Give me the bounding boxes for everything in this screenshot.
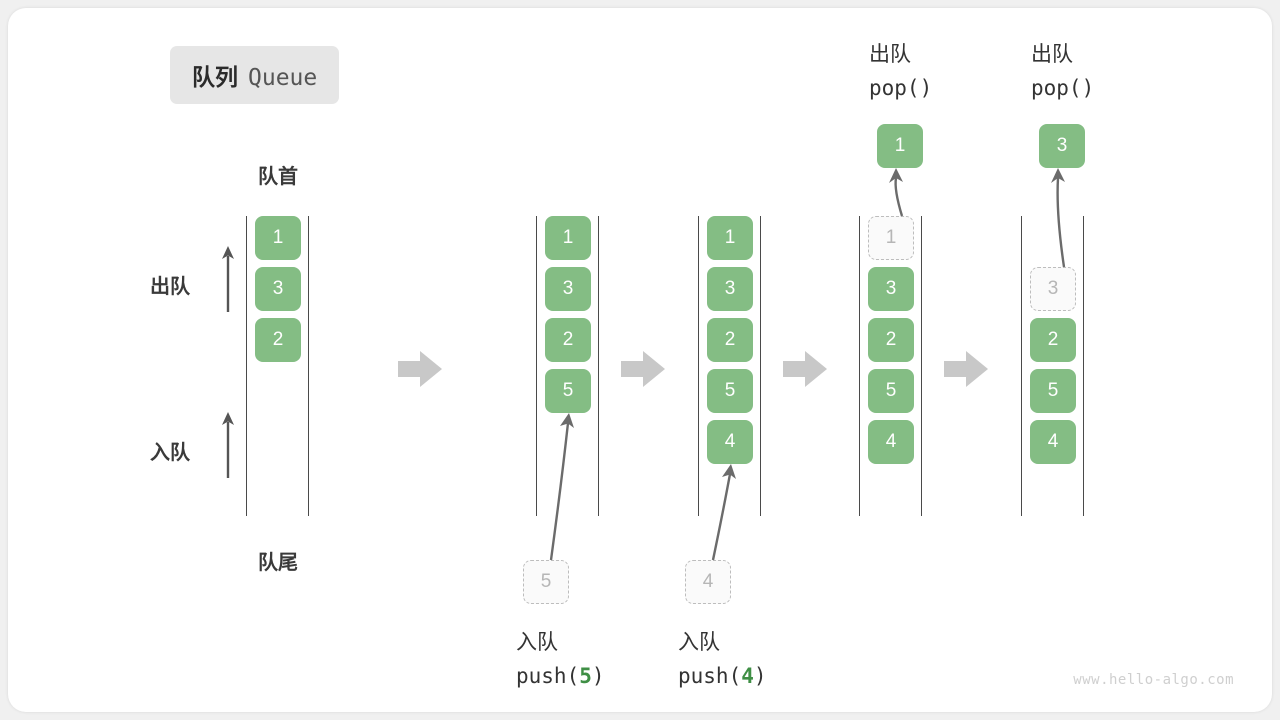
operation-label-code: push(5) xyxy=(516,663,605,688)
popped-value-cell: 3 xyxy=(1039,124,1085,168)
pop-arrow-icon xyxy=(889,168,904,217)
queue-cell: 1 xyxy=(707,216,753,260)
pop-arrow-icon xyxy=(1051,168,1066,268)
queue-cell-ghost: 1 xyxy=(868,216,914,260)
label-enqueue-arrow-icon xyxy=(222,412,234,478)
operation-label-cn: 入队 xyxy=(516,631,558,654)
label-enqueue: 入队 xyxy=(150,442,190,464)
operation-label-code: pop() xyxy=(1031,75,1095,100)
push-arrow-icon xyxy=(549,413,574,561)
transition-arrow-icon xyxy=(783,351,827,387)
operation-label-cn: 出队 xyxy=(869,43,911,66)
queue-rail-left xyxy=(536,216,537,516)
transition-arrow-icon xyxy=(944,351,988,387)
queue-cell: 3 xyxy=(868,267,914,311)
operation-label-code: pop() xyxy=(869,75,933,100)
watermark: www.hello-algo.com xyxy=(1073,672,1234,688)
popped-value-cell: 1 xyxy=(877,124,923,168)
queue-cell-ghost: 3 xyxy=(1030,267,1076,311)
push-arrow-icon xyxy=(711,464,736,561)
queue-rail-right xyxy=(1083,216,1084,516)
title-chinese: 队列 xyxy=(192,64,238,90)
stage-pop-1: 1 3 2 5 4 xyxy=(859,216,923,516)
diagram-title-badge: 队列 Queue xyxy=(170,46,340,104)
label-dequeue: 出队 xyxy=(150,276,190,298)
operation-label: 出队 pop() xyxy=(1031,38,1094,105)
queue-rail-right xyxy=(760,216,761,516)
diagram-card: 队列 Queue 1 3 2 队首队尾 出队入队 1 3 2 5 5 入队 push(5) 1 3 2 5 4 4… xyxy=(8,8,1272,712)
transition-arrow-icon xyxy=(621,351,665,387)
operation-label: 出队 pop() xyxy=(869,38,932,105)
operation-label-code: push(4) xyxy=(678,663,767,688)
queue-cell: 3 xyxy=(255,267,301,311)
queue-rail-right xyxy=(921,216,922,516)
label-queue-tail: 队尾 xyxy=(258,552,298,574)
queue-cell: 5 xyxy=(868,369,914,413)
queue-cell: 4 xyxy=(707,420,753,464)
stage-pop-3: 3 2 5 4 xyxy=(1021,216,1085,516)
queue-cell: 1 xyxy=(255,216,301,260)
stage-push-5: 1 3 2 5 xyxy=(536,216,600,516)
transition-arrow-icon xyxy=(398,351,442,387)
queue-cell: 2 xyxy=(255,318,301,362)
label-dequeue-arrow-icon xyxy=(222,246,234,312)
operation-label-cn: 入队 xyxy=(678,631,720,654)
queue-cell: 4 xyxy=(1030,420,1076,464)
queue-rail-left xyxy=(246,216,247,516)
queue-rail-right xyxy=(308,216,309,516)
queue-cell: 3 xyxy=(707,267,753,311)
queue-rail-left xyxy=(859,216,860,516)
stage-push-4: 1 3 2 5 4 xyxy=(698,216,762,516)
queue-cell: 5 xyxy=(1030,369,1076,413)
queue-cell: 3 xyxy=(545,267,591,311)
queue-cell: 4 xyxy=(868,420,914,464)
queue-cell: 2 xyxy=(707,318,753,362)
operation-label-cn: 出队 xyxy=(1031,43,1073,66)
queue-cell: 2 xyxy=(1030,318,1076,362)
stage-initial: 1 3 2 xyxy=(246,216,310,516)
incoming-value-cell: 5 xyxy=(523,560,569,604)
title-english: Queue xyxy=(248,65,318,91)
queue-cell: 2 xyxy=(545,318,591,362)
label-queue-head: 队首 xyxy=(258,166,298,188)
incoming-value-cell: 4 xyxy=(685,560,731,604)
queue-rail-right xyxy=(598,216,599,516)
queue-cell: 1 xyxy=(545,216,591,260)
operation-label: 入队 push(4) xyxy=(678,626,767,693)
queue-rail-left xyxy=(698,216,699,516)
queue-rail-left xyxy=(1021,216,1022,516)
queue-cell: 5 xyxy=(545,369,591,413)
queue-cell: 5 xyxy=(707,369,753,413)
operation-label: 入队 push(5) xyxy=(516,626,605,693)
queue-cell: 2 xyxy=(868,318,914,362)
